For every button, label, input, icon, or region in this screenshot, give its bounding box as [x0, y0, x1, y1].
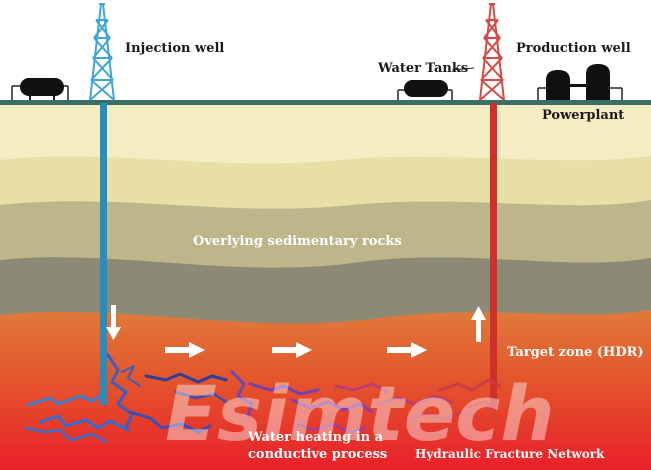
flow-arrow-down-icon: [106, 305, 121, 340]
production-well-pipe: [490, 103, 497, 408]
label-injection-well: Injection well: [125, 41, 224, 56]
label-fracture-network: Hydraulic Fracture Network: [415, 447, 605, 461]
watermark: Esimtech: [165, 369, 554, 458]
label-production-well: Production well: [516, 41, 631, 56]
label-water-heating-line1: Water heating in a: [247, 430, 384, 445]
fracture-network: [24, 353, 502, 444]
label-water-tanks: Water Tanks: [377, 61, 468, 76]
label-powerplant: Powerplant: [542, 108, 624, 123]
water-tank-left-icon: [11, 78, 69, 100]
flow-arrow-right-1-icon: [165, 342, 205, 358]
flow-arrow-up-icon: [471, 306, 486, 342]
label-overlying-rocks: Overlying sedimentary rocks: [193, 234, 402, 249]
label-target-zone: Target zone (HDR): [507, 345, 644, 360]
label-water-heating-line2: conductive process: [248, 447, 387, 462]
production-derrick-icon: [479, 3, 505, 101]
flow-arrow-right-3-icon: [387, 342, 427, 358]
ground-line: [0, 100, 651, 105]
injection-well-pipe: [100, 103, 107, 405]
layer-target-zone: [0, 310, 651, 470]
water-tanks-leader-line: [451, 67, 475, 71]
powerplant-icon: [537, 64, 623, 100]
injection-derrick-icon: [89, 3, 115, 101]
flow-arrow-right-2-icon: [272, 342, 312, 358]
water-tank-right-icon: [397, 80, 453, 100]
